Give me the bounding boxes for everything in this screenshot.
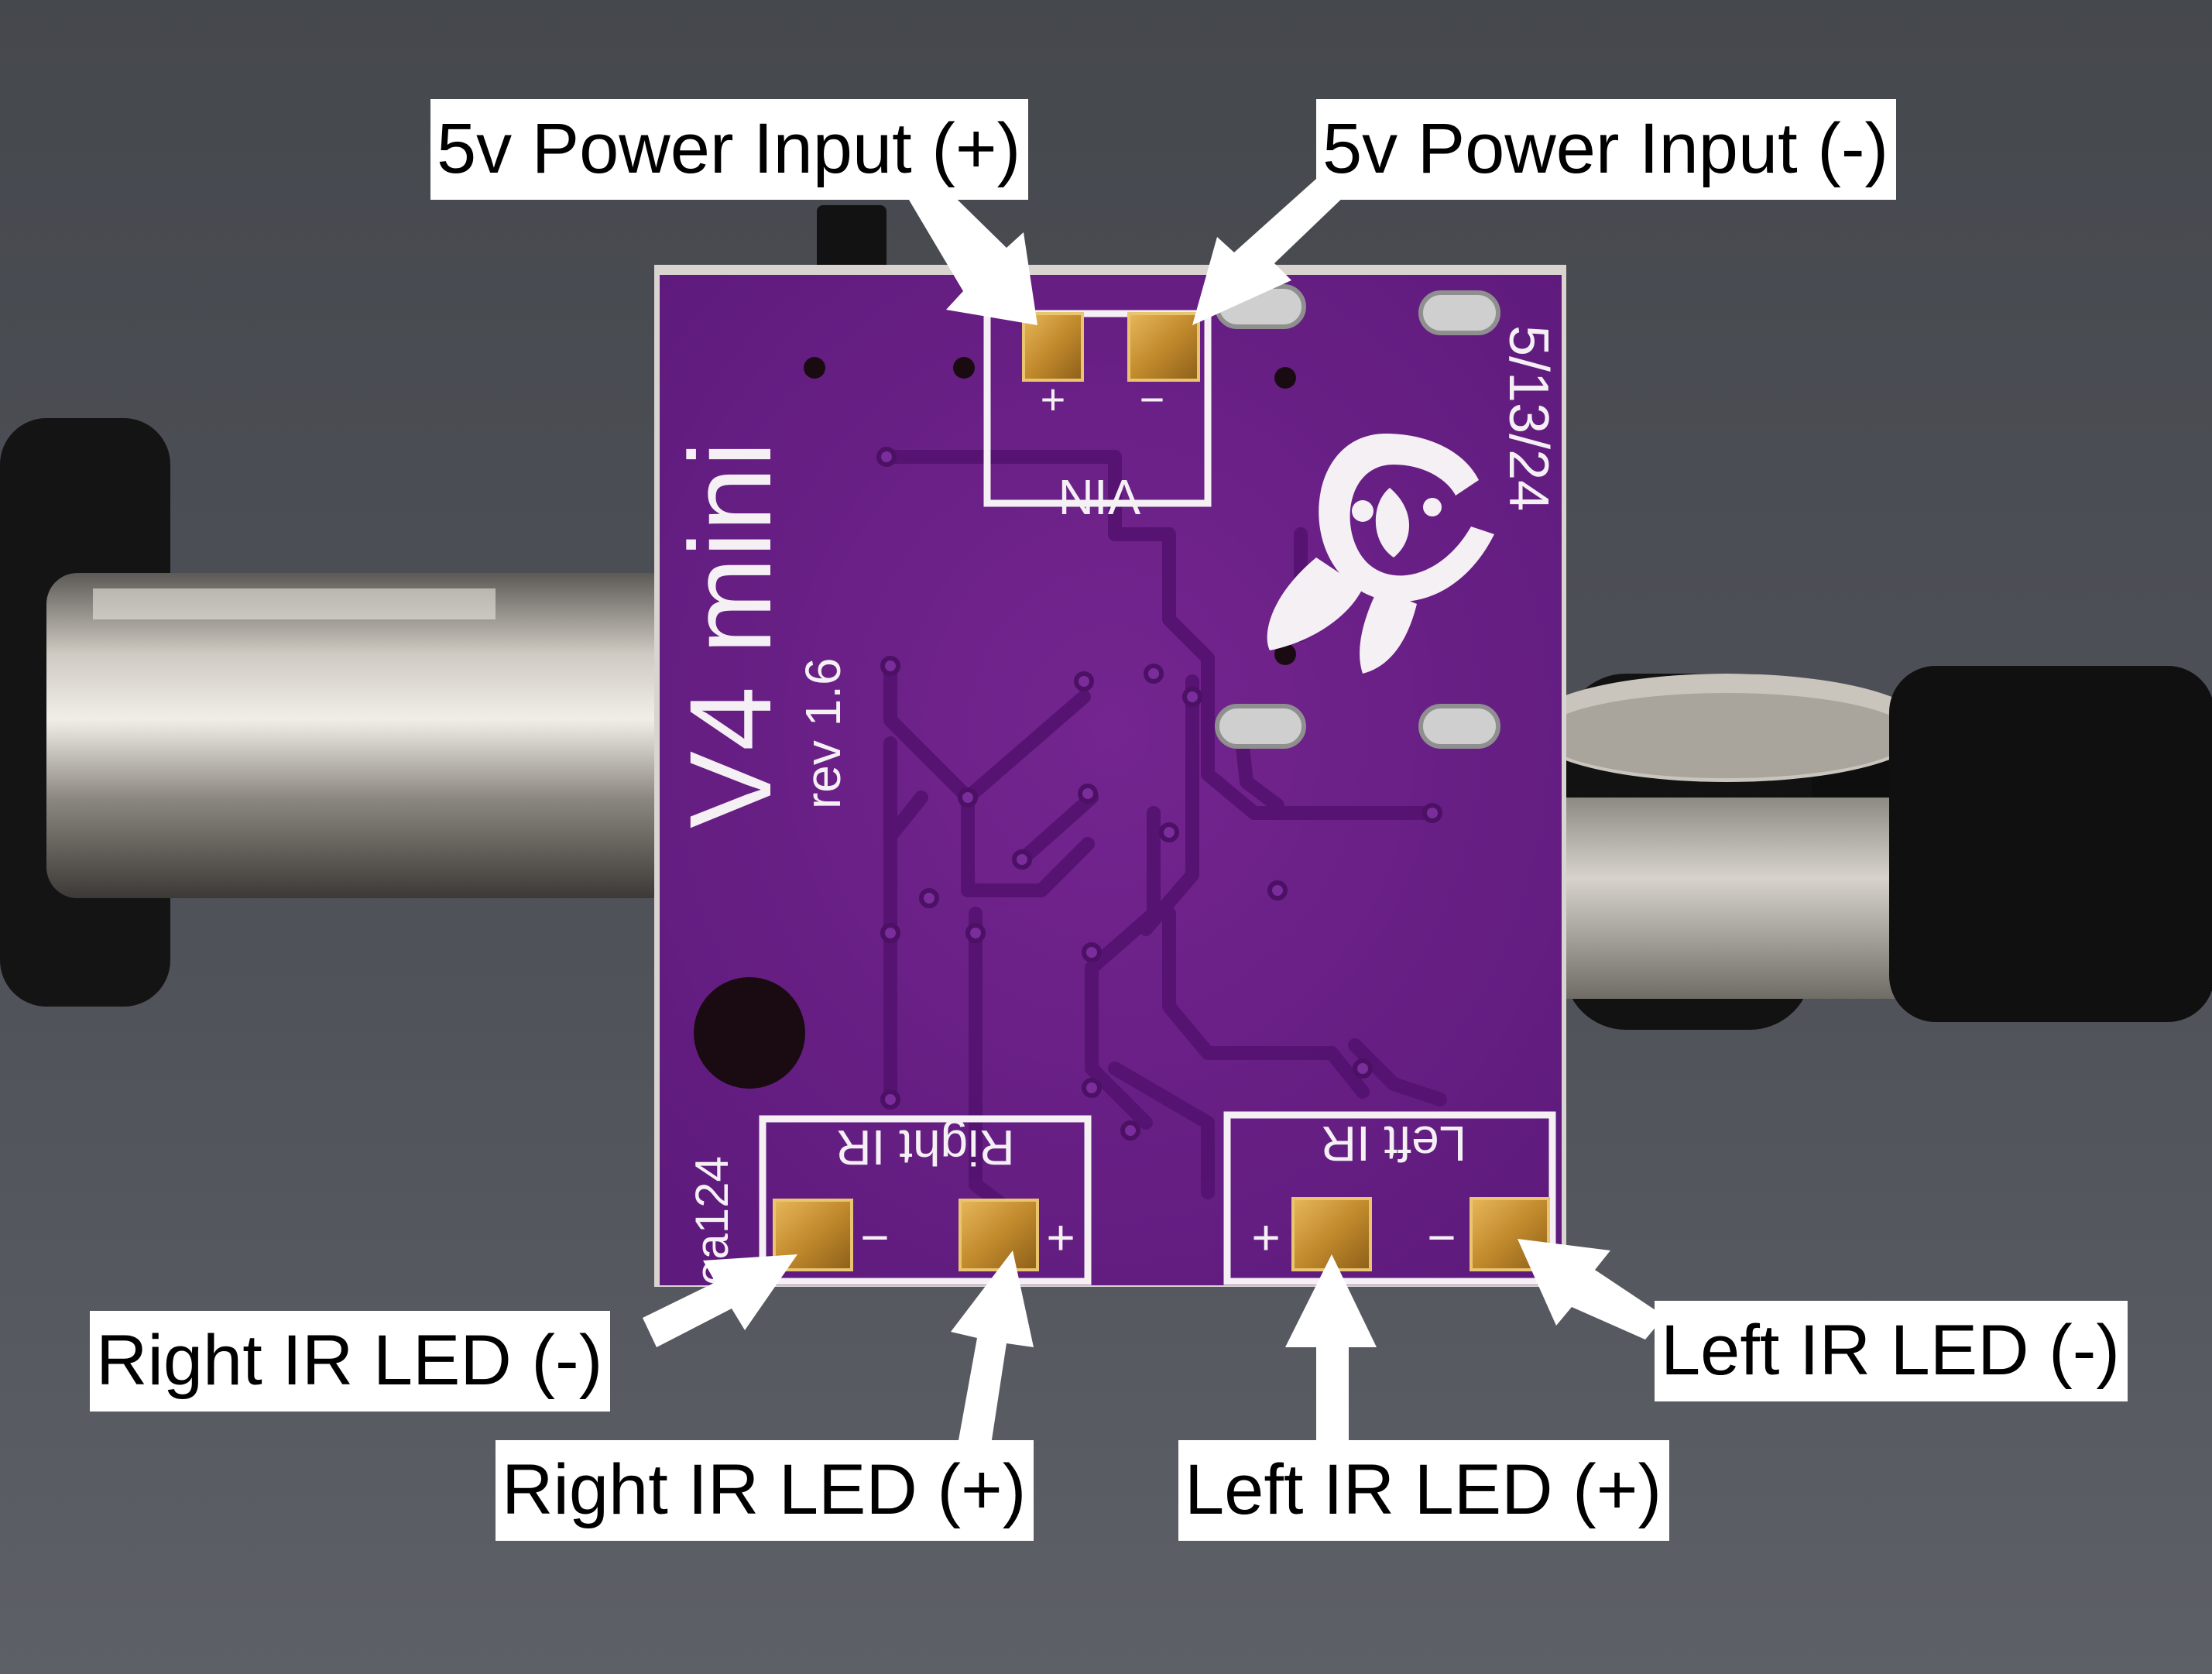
vin-label: VIN (1058, 469, 1141, 525)
mounting-holes (694, 357, 1296, 1089)
arrow-right-ir-minus (643, 1254, 797, 1347)
rocket-logo (1267, 434, 1494, 674)
callout-power-minus: 5v Power Input (-) (1316, 99, 1897, 200)
vin-plus-sign: + (1041, 375, 1066, 424)
callout-right-ir-minus: Right IR LED (-) (90, 1311, 611, 1412)
left-ir-plus-sign: + (1251, 1209, 1280, 1265)
right-ir-minus-sign: − (860, 1209, 889, 1265)
vin-minus-sign: − (1140, 375, 1165, 424)
pcb-board: + − VIN V4 mini rev 1.6 5/13/24 Right IR… (654, 265, 1566, 1287)
vias (876, 447, 1442, 1141)
vin-outline (983, 310, 1212, 507)
right-ir-plus-pad (959, 1199, 1039, 1271)
board-date-text: 5/13/24 (1497, 325, 1559, 511)
right-ir-outline (759, 1115, 1092, 1285)
left-ir-minus-sign: − (1427, 1209, 1456, 1265)
power-minus-pad (1127, 312, 1200, 382)
arrow-left-ir-plus (1285, 1254, 1377, 1440)
right-ir-label: Right IR (835, 1120, 1014, 1175)
power-plus-pad (1022, 312, 1084, 382)
callout-left-ir-minus: Left IR LED (-) (1655, 1301, 2128, 1401)
callout-power-plus: 5v Power Input (+) (430, 99, 1029, 200)
callout-right-ir-plus: Right IR LED (+) (496, 1440, 1034, 1541)
arrow-right-ir-plus (951, 1250, 1034, 1445)
callout-left-ir-plus: Left IR LED (+) (1178, 1440, 1670, 1541)
right-ir-plus-sign: + (1046, 1209, 1075, 1265)
callout-arrows (643, 172, 1665, 1445)
left-ir-outline (1223, 1111, 1556, 1285)
rear-component (817, 205, 887, 271)
left-ir-label: Left IR (1321, 1116, 1467, 1171)
arrow-power-plus (904, 172, 1037, 325)
arrow-left-ir-minus (1518, 1239, 1665, 1340)
board-model-text: V4 mini (665, 441, 795, 828)
usb-slots (1215, 284, 1500, 749)
alligator-clip (0, 418, 2212, 1030)
board-revision-text: rev 1.6 (795, 657, 851, 809)
arrow-power-minus (1192, 172, 1349, 325)
